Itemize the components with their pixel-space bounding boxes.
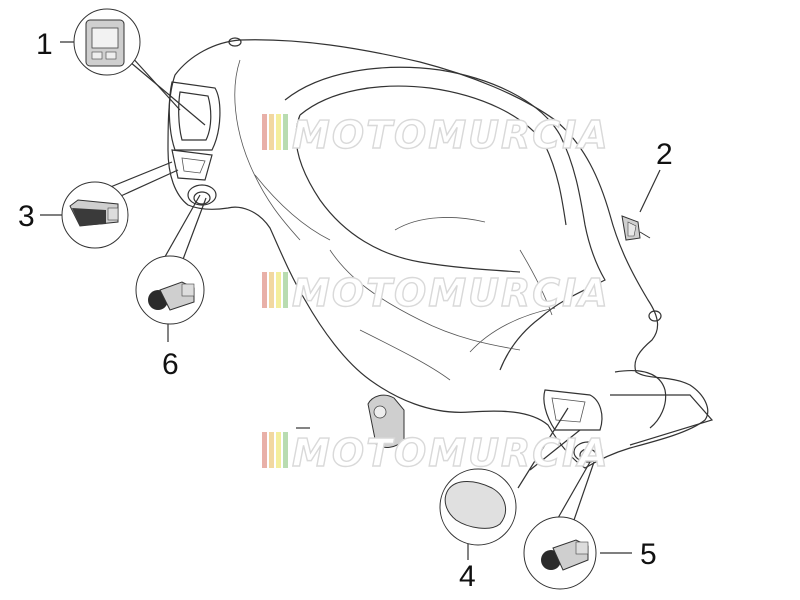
watermark-text: MOTOMURCIA <box>292 271 610 315</box>
part-1-switch <box>73 8 141 76</box>
callout-5: 5 <box>640 538 657 571</box>
watermark-top: MOTOMURCIA <box>262 112 610 158</box>
leader-lines <box>40 41 661 560</box>
handlebar-cover <box>167 37 714 469</box>
watermark-bottom: MOTOMURCIA <box>262 430 610 476</box>
socket-part <box>296 394 405 448</box>
part-2-bulb <box>621 215 651 241</box>
part-6-button <box>135 255 205 325</box>
watermark-text: MOTOMURCIA <box>292 113 610 157</box>
part-5-button <box>523 516 597 590</box>
part-3-switch <box>61 181 129 249</box>
watermark-middle: MOTOMURCIA <box>262 270 610 316</box>
callout-3: 3 <box>18 200 35 233</box>
part-4-lens <box>439 468 517 546</box>
watermark-text: MOTOMURCIA <box>292 431 610 475</box>
callout-2: 2 <box>656 138 673 171</box>
callout-4: 4 <box>459 560 476 593</box>
callout-6: 6 <box>162 348 179 381</box>
callout-1: 1 <box>36 28 53 61</box>
